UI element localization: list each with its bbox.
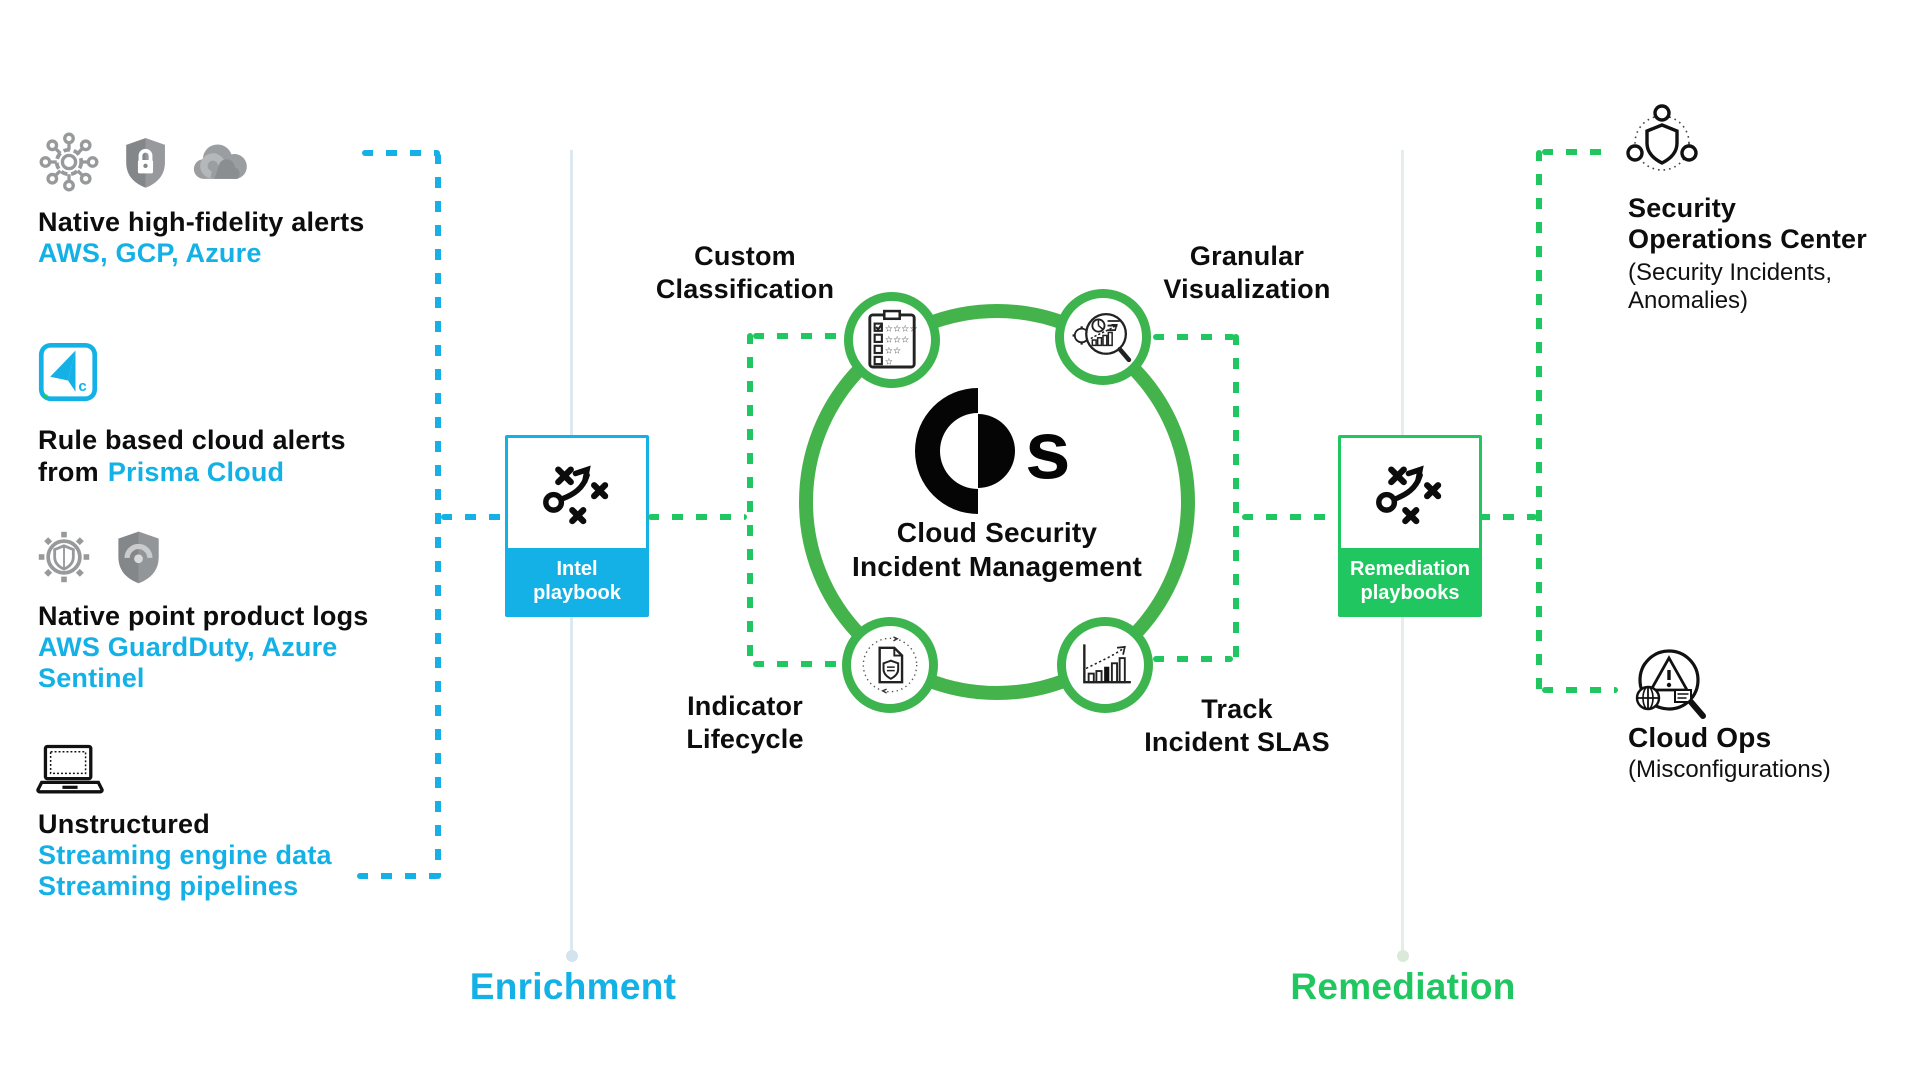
svg-text:☆☆☆: ☆☆☆ [885,334,910,345]
connector-to-indicator-lifecycle [753,661,845,667]
feature-line: Indicator [687,691,803,721]
shield-lock-icon [126,137,165,188]
connector-from-granular-visualization [1153,334,1235,340]
playbook-strategy-icon [1341,438,1479,548]
connector-sources-vertical [435,153,441,879]
destination-soc: Security Operations Center (Security Inc… [1628,193,1908,315]
feature-line: Visualization [1163,274,1331,304]
feature-line: Custom [694,241,796,271]
feature-line: Lifecycle [686,724,804,754]
connector-right-bracket [1233,334,1239,662]
intel-playbook-label: Intel playbook [508,548,646,614]
source-native-alerts: Native high-fidelity alerts AWS, GCP, Az… [38,206,398,269]
platform-title: Cloud Security Incident Management [772,516,1222,584]
logo-letter: s [1025,405,1071,496]
granular-visualization-icon [1072,313,1132,363]
source-unstructured: Unstructured Streaming engine data Strea… [38,808,418,902]
gear-shield-icon [38,531,90,583]
source-title: Native high-fidelity alerts [38,207,365,237]
connector-sources-bottom [357,873,439,879]
source-rule-based: Rule based cloud alerts from Prisma Cloud [38,424,418,488]
remediation-section-label: Remediation [1290,966,1516,1007]
feature-label-custom-classification: Custom Classification [570,240,920,306]
connector-platform-to-remediation [1242,514,1336,520]
source-subtitle: Streaming engine data [38,840,332,870]
soc-title-line2: Operations Center [1628,224,1867,254]
source-icons-native-alerts [36,131,256,193]
feature-label-indicator-lifecycle: Indicator Lifecycle [570,690,920,756]
source-line-prefix: from [38,457,99,487]
connector-sources-top [362,150,440,156]
indicator-lifecycle-circle [842,617,938,713]
feature-line: Classification [655,274,835,304]
source-subtitle: Sentinel [38,663,145,693]
platform-title-line2: Incident Management [851,551,1143,582]
feature-label-granular-visualization: Granular Visualization [1072,240,1422,306]
prisma-cloud-icon: c [38,342,98,407]
cloud-ops-title: Cloud Ops [1628,722,1772,753]
custom-classification-circle: ☆☆☆☆ ☆☆☆ ☆☆ ☆ [844,292,940,388]
source-point-product: Native point product logs AWS GuardDuty,… [38,600,418,694]
connector-remediation-to-destinations [1479,514,1537,520]
connector-to-soc [1542,149,1614,155]
source-title: Rule based cloud alerts [38,425,346,455]
connector-from-track-slas [1153,656,1233,662]
platform-logo: s [905,386,1095,519]
custom-classification-icon: ☆☆☆☆ ☆☆☆ ☆☆ ☆ [868,309,918,369]
soc-icon [1622,102,1702,185]
source-title: Native point product logs [38,601,369,631]
gcp-cloud-icon [193,143,247,179]
feature-line: Track [1201,694,1273,724]
network-hub-icon [39,132,99,192]
remediation-playbooks-box: Remediation playbooks [1338,435,1482,617]
feature-label-track-incident-slas: Track Incident SLAS [1062,693,1412,759]
source-title: Unstructured [38,809,210,839]
platform-title-line1: Cloud Security [896,517,1098,548]
track-incident-slas-circle [1057,617,1153,713]
connector-destinations-vertical [1536,150,1542,692]
svg-text:☆☆☆☆: ☆☆☆☆ [885,323,918,334]
laptop-icon [36,742,104,807]
destination-cloud-ops: Cloud Ops (Misconfigurations) [1628,722,1920,784]
svg-text:☆: ☆ [885,357,893,368]
enrichment-column-dot [566,950,578,962]
source-subtitle: Streaming pipelines [38,871,299,901]
source-line-highlight: Prisma Cloud [107,457,285,487]
source-subtitle: AWS GuardDuty, Azure [38,632,338,662]
soc-title-line1: Security [1628,193,1737,223]
soc-subtitle-line1: (Security Incidents, [1628,259,1833,286]
playbook-strategy-icon [508,438,646,548]
connector-to-cloud-ops [1542,687,1618,693]
cloud-ops-subtitle: (Misconfigurations) [1628,756,1831,783]
cloud-ops-icon [1618,644,1712,729]
enrichment-section-label: Enrichment [469,966,677,1007]
track-incident-slas-icon [1083,644,1131,684]
intel-playbook-box: Intel playbook [505,435,649,617]
granular-visualization-circle [1055,289,1151,385]
source-icons-point-product [36,528,236,586]
connector-intel-to-platform [648,514,747,520]
feature-line: Incident SLAS [1144,727,1330,757]
soc-subtitle-line2: Anomalies) [1628,287,1749,314]
remediation-playbooks-label: Remediation playbooks [1341,548,1479,614]
svg-text:c: c [78,378,86,395]
indicator-lifecycle-icon [862,636,918,694]
feature-line: Granular [1189,241,1305,271]
sentinel-shield-icon [118,531,159,584]
source-subtitle: AWS, GCP, Azure [38,238,262,268]
connector-to-custom-classification [753,333,847,339]
connector-sources-to-intel [441,514,505,520]
remediation-column-dot [1397,950,1409,962]
svg-text:☆☆: ☆☆ [885,346,901,357]
connector-left-bracket [747,333,753,667]
